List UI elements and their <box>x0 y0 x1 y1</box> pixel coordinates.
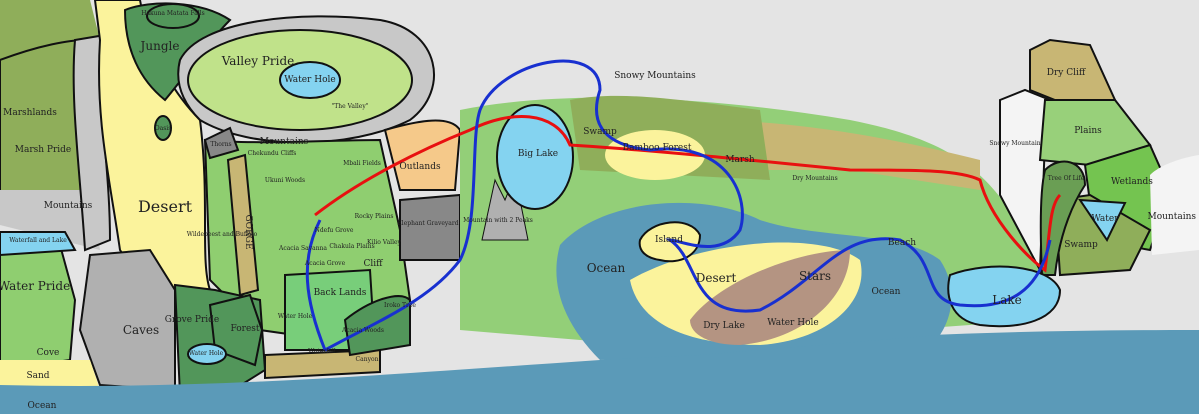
label-marsh: Marsh <box>725 155 755 165</box>
region-dry-mountains <box>700 120 980 190</box>
label-dry-mountains: Dry Mountains <box>792 175 837 182</box>
label-beach: Beach <box>888 238 916 248</box>
label-marsh-pride: Marsh Pride <box>15 145 71 155</box>
label-acacia-woods: Acacia Woods <box>341 327 384 334</box>
label-cove: Cove <box>37 348 60 358</box>
label-outlands: Outlands <box>399 162 441 172</box>
label-bamboo: Bamboo Forest <box>622 143 691 153</box>
label-water-east: Water <box>1091 214 1119 224</box>
label-forest: Forest <box>230 324 259 334</box>
region-thorns <box>203 126 240 160</box>
label-kilio: Kilio Valley <box>367 239 402 246</box>
route-blue <box>305 59 1052 352</box>
label-the-valley: "The Valley" <box>332 103 369 110</box>
label-swamp-n: Swamp <box>583 127 617 137</box>
label-iroko: Iroko Tree <box>384 302 416 309</box>
label-mountains-mid: Mountains <box>260 137 309 147</box>
label-waterfall-lake: Waterfall and Lake <box>9 237 67 244</box>
label-thorns: Thorns <box>210 141 231 148</box>
label-ukuni: Ukuni Woods <box>265 177 305 184</box>
route-red <box>314 115 1062 273</box>
label-dry-lake: Dry Lake <box>703 321 745 331</box>
lake-big <box>496 104 574 210</box>
label-water-hole-back: Water Hole <box>278 313 313 320</box>
label-wildebeest: Wildebeest and Buffalo <box>187 231 258 238</box>
label-dry-cliff: Dry Cliff <box>1047 68 1086 78</box>
region-hakuna-matata <box>146 3 200 29</box>
region-acacia-woods <box>343 295 411 357</box>
label-desert-west: Desert <box>138 197 193 216</box>
label-lake: Lake <box>992 293 1022 307</box>
label-grove-pride: Grove Pride <box>165 315 220 325</box>
label-marshlands: Marshlands <box>3 108 57 118</box>
label-caves: Caves <box>123 323 159 337</box>
label-canyon: Canyon <box>356 356 379 363</box>
label-water-hole-valley: Water Hole <box>284 75 335 85</box>
region-tree-of-life <box>1039 160 1087 276</box>
label-elephant: Elephant Graveyard <box>397 220 458 227</box>
label-wetlands: Wetlands <box>1111 177 1153 187</box>
label-mountains-east: Mountains <box>1147 212 1196 222</box>
label-ocean-mid: Ocean <box>587 261 626 275</box>
region-caves <box>78 248 176 392</box>
region-mountains-east <box>1150 155 1199 255</box>
label-swamp-e: Swamp <box>1064 240 1098 250</box>
ocean <box>0 330 1199 414</box>
label-big-lake: Big Lake <box>518 149 558 159</box>
label-oasis: Oasis <box>155 125 172 132</box>
region-elephant-graveyard <box>399 193 461 261</box>
region-outlands <box>383 119 462 191</box>
label-mountains-west: Mountains <box>44 201 93 211</box>
region-oasis <box>154 115 172 141</box>
region-marshlands-shape <box>0 38 87 201</box>
label-stars: Stars <box>799 269 831 283</box>
region-mountains-west <box>0 190 100 250</box>
label-water-pride: Water Pride <box>0 279 70 293</box>
label-island: Island <box>655 235 683 245</box>
label-back-lands: Back Lands <box>314 288 367 298</box>
label-tree-of-life: Tree Of Life <box>1048 175 1085 182</box>
label-chekundu: Chekundu Cliffs <box>248 150 297 157</box>
label-snowy-mountains: Snowy Mountains <box>614 71 696 81</box>
label-hakuna-matata: Hakuna Matata Falls <box>141 10 205 17</box>
label-rocky: Rocky Plains <box>355 213 394 220</box>
label-valley-pride: Valley Pride <box>221 54 295 68</box>
label-cliff: Cliff <box>363 259 383 269</box>
label-plains: Plains <box>1074 126 1102 136</box>
lake-grove-water-hole <box>187 343 227 365</box>
region-bamboo-forest <box>605 130 705 180</box>
label-waterfall: Waterfall <box>308 348 336 355</box>
label-ocean-sw: Ocean <box>28 401 57 411</box>
label-desert-east: Desert <box>696 271 737 285</box>
label-acacia-savanna: Acacia Savanna <box>278 245 327 252</box>
label-water-hole-grove: Water Hole <box>189 350 224 357</box>
label-snowy-mountain: Snowy Mountain <box>989 140 1040 147</box>
label-jungle: Jungle <box>139 39 180 53</box>
label-mountain-peaks: Mountain with 2 Peaks <box>463 217 533 224</box>
region-island <box>638 221 702 263</box>
region-gorge <box>226 153 260 297</box>
label-sand: Sand <box>26 371 49 381</box>
region-dry-lake <box>690 250 850 345</box>
label-ndefu: Ndefu Grove <box>315 227 354 234</box>
label-mbali: Mbali Fields <box>343 160 381 167</box>
label-gorge: GORGE <box>243 214 253 249</box>
region-canyon <box>264 348 381 380</box>
label-acacia-grove: Acacia Grove <box>304 260 346 267</box>
lake-waterfall <box>0 231 77 257</box>
label-water-hole-east: Water Hole <box>767 318 818 328</box>
lake-valley-water-hole <box>279 61 341 99</box>
lake-water-east <box>1078 198 1127 242</box>
label-chakula: Chakula Plains <box>329 243 374 250</box>
label-ocean-east: Ocean <box>872 287 901 297</box>
